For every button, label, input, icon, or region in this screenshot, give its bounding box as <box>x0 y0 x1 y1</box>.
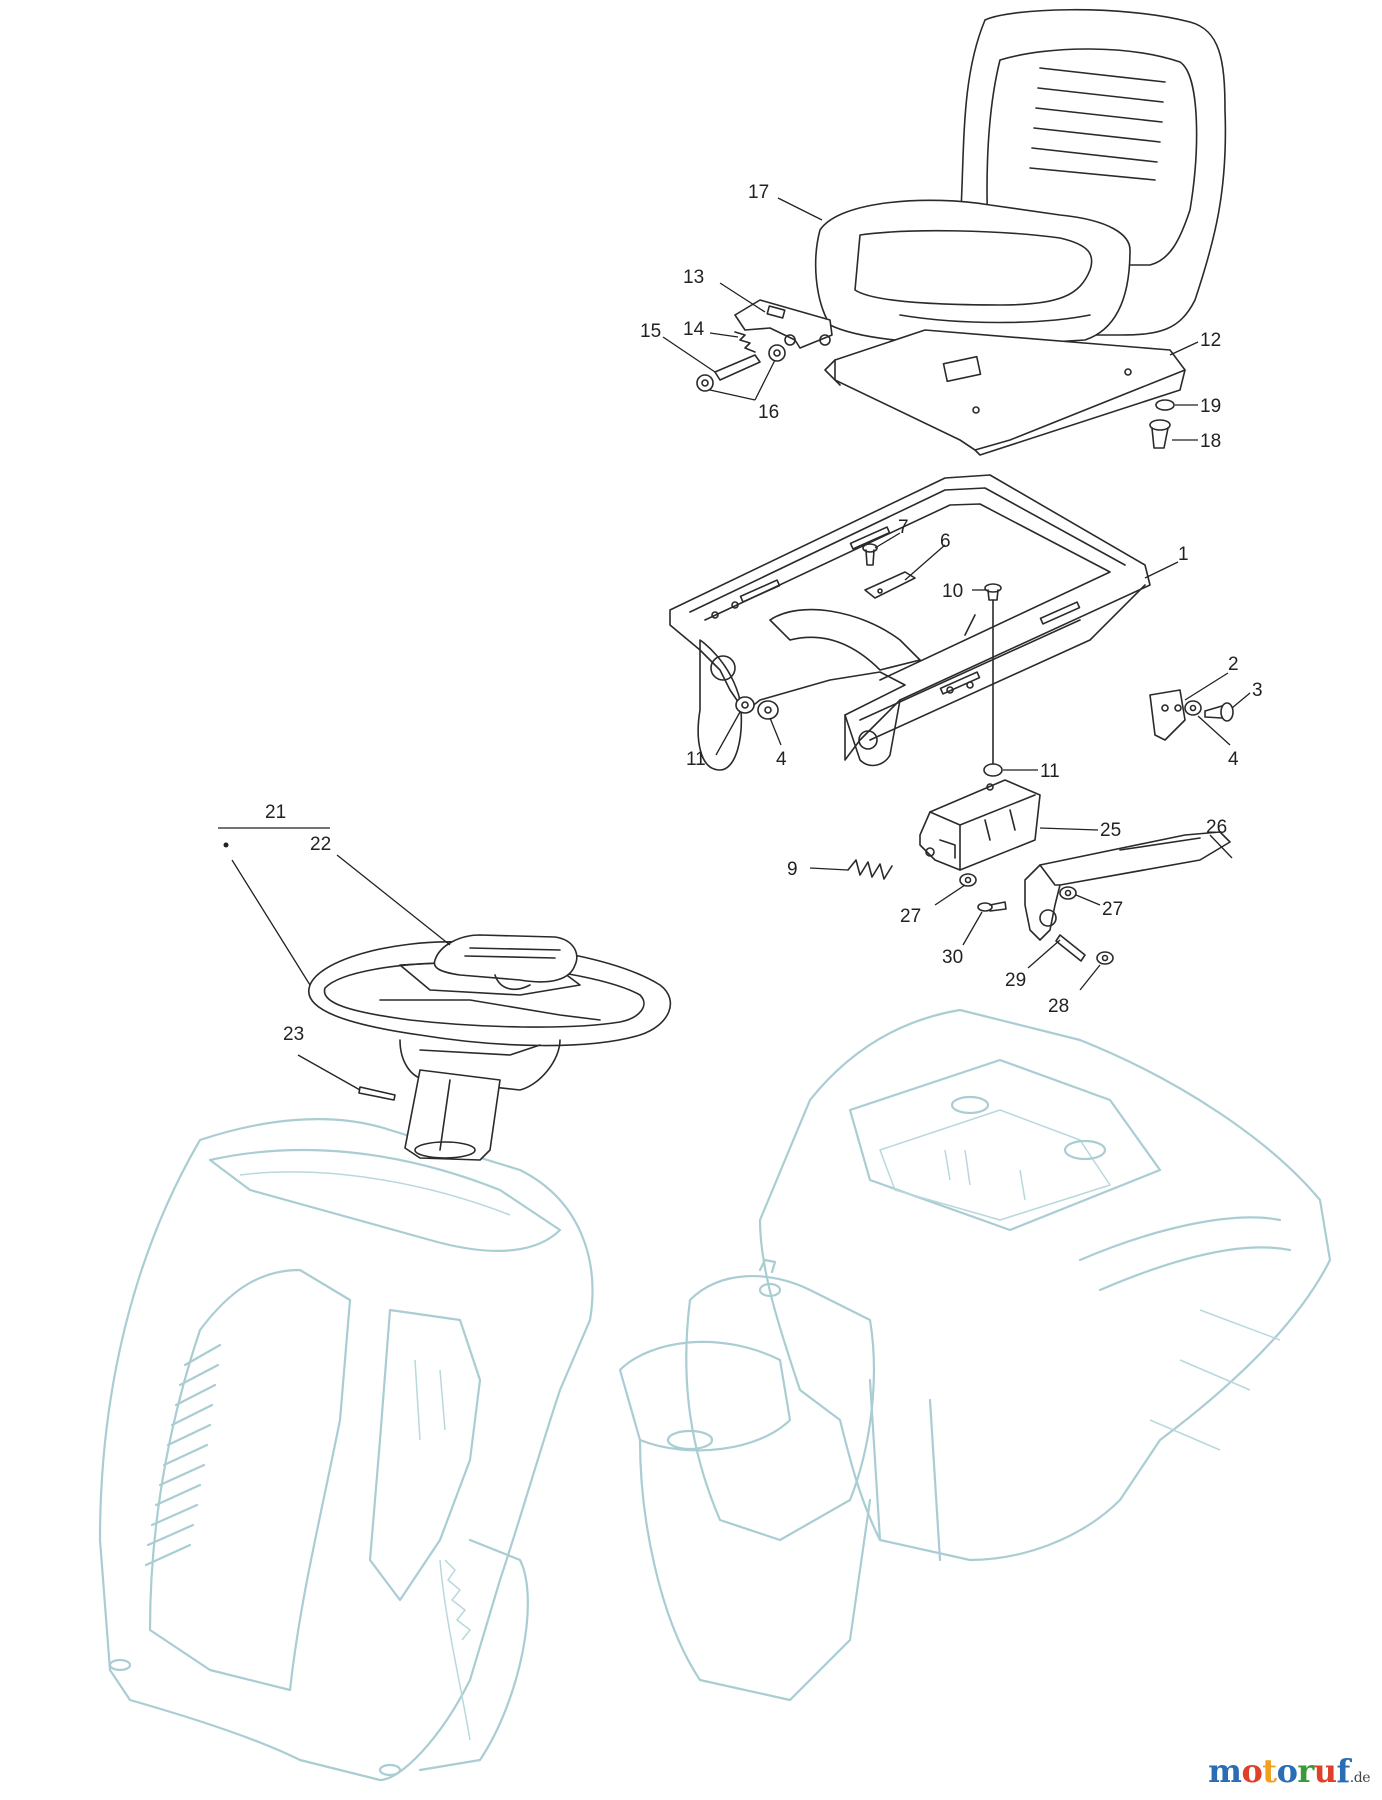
callout-3: 3 <box>1252 680 1263 701</box>
callout-10: 10 <box>942 581 963 602</box>
roll-pin-part-23 <box>358 1086 396 1101</box>
callout-14: 14 <box>683 319 705 340</box>
pin-part-28 <box>1055 934 1086 962</box>
small-bracket-part-6 <box>864 571 916 599</box>
callout-7: 7 <box>898 517 909 538</box>
watermark-letter: m <box>1208 1752 1242 1790</box>
washer-part-30 <box>1059 886 1077 900</box>
callout-12: 12 <box>1200 330 1221 351</box>
bracket-part-2 <box>1149 689 1186 741</box>
watermark-letter: r <box>1297 1752 1314 1790</box>
callout-19: 19 <box>1200 396 1221 417</box>
slide-rail-part-25 <box>919 779 1041 871</box>
callout-29: 30 <box>942 947 963 968</box>
washer-part-4-right <box>1184 700 1202 716</box>
callout-13: 13 <box>683 267 704 288</box>
callout-9: 9 <box>787 859 798 880</box>
callout-16: 16 <box>758 402 779 423</box>
watermark-letter: f <box>1336 1752 1351 1790</box>
callout-23: 23 <box>283 1024 304 1045</box>
steering-cap-part-22 <box>433 934 578 991</box>
watermark-letter: u <box>1313 1752 1337 1790</box>
nut-part-11-right <box>983 763 1003 777</box>
callout-4-right: 4 <box>1228 749 1239 770</box>
nut-part-11-left <box>735 696 755 714</box>
callout-6: 6 <box>940 531 951 552</box>
callout-18: 18 <box>1200 431 1221 452</box>
callout-2: 2 <box>1228 654 1239 675</box>
callout-30: 27 <box>1102 899 1123 920</box>
washer-part-27-right <box>1096 951 1114 965</box>
watermark-letter: o <box>1276 1752 1298 1790</box>
adjust-lever-part-26 <box>1024 831 1231 941</box>
hinge-pin-part-15 <box>714 354 761 381</box>
hinge-spring-part-14 <box>734 331 756 353</box>
motoruf-watermark-logo: motoruf.de <box>1208 1752 1370 1790</box>
callout-4-left: 4 <box>776 749 787 770</box>
callout-27-left: 27 <box>900 906 921 927</box>
hinge-bracket-part-13 <box>734 299 833 349</box>
callout-11-left: 11 <box>686 749 706 770</box>
steering-column-part <box>404 1069 501 1161</box>
seat-pan-part-12 <box>824 329 1186 456</box>
washer-part-4-left <box>757 700 779 720</box>
steering-wheel-part-21 <box>307 941 672 1091</box>
watermark-letters: motoruf <box>1208 1752 1350 1790</box>
fender-body-outline <box>98 1008 1332 1782</box>
callout-22: 22 <box>310 834 331 855</box>
bolt-part-18 <box>1149 419 1171 449</box>
callout-28: 29 <box>1005 970 1026 991</box>
screw-part-29 <box>977 901 1007 912</box>
watermark-letter: o <box>1241 1752 1263 1790</box>
spring-part-9 <box>847 859 893 880</box>
watermark-suffix: .de <box>1349 1770 1371 1786</box>
bolt-part-3 <box>1204 702 1234 722</box>
washers-part-16 <box>696 344 786 392</box>
callout-1: 1 <box>1178 544 1189 565</box>
seat-frame-part-1 <box>669 474 1151 771</box>
callout-15: 15 <box>640 321 661 342</box>
screw-part-7 <box>862 543 878 566</box>
bolt-part-10 <box>984 583 1002 771</box>
watermark-letter: t <box>1262 1752 1277 1790</box>
callout-21: 21 <box>265 802 286 823</box>
seat-part-17 <box>814 8 1227 346</box>
callout-11-right: 11 <box>1040 761 1060 782</box>
callout-labels: 17 13 14 15 16 12 19 18 7 6 10 1 2 3 4 4… <box>265 182 1263 1045</box>
callout-25: 25 <box>1100 820 1121 841</box>
callout-26: 26 <box>1206 817 1227 838</box>
callout-27-right: 28 <box>1048 996 1069 1017</box>
nut-part-19 <box>1155 399 1175 411</box>
leader-lines <box>218 197 1251 1091</box>
callout-17: 17 <box>748 182 769 203</box>
washer-part-27-left <box>959 873 977 887</box>
